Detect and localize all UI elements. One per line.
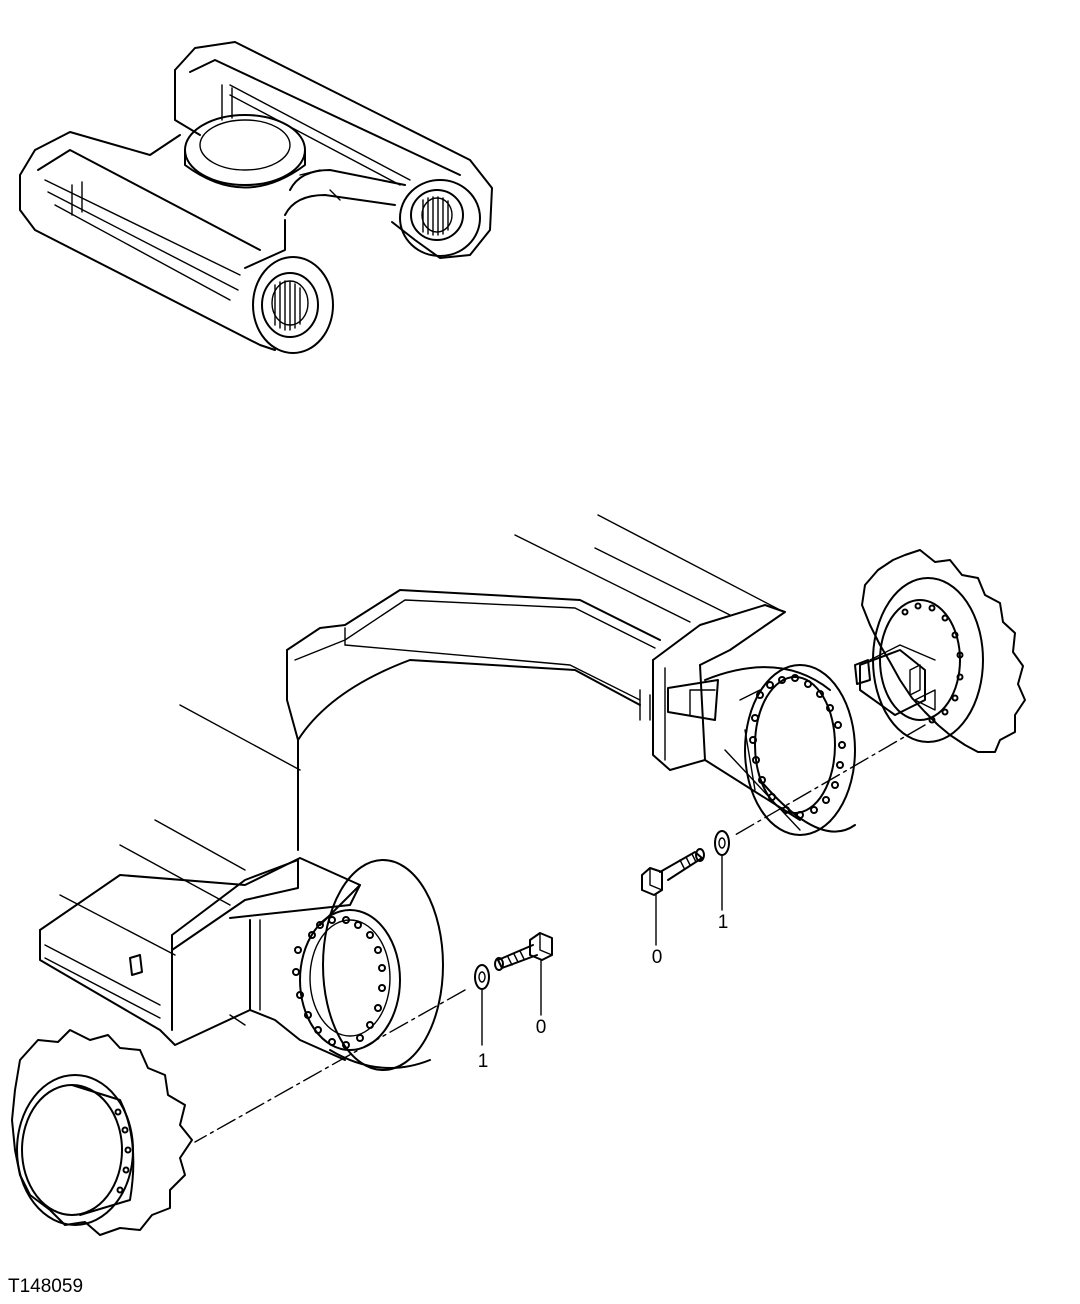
assembly-center-lines xyxy=(194,724,926,1143)
left-washer xyxy=(474,964,490,1046)
overview-track-frame xyxy=(19,41,493,354)
left-cap-screw xyxy=(494,932,553,1016)
left-drive-sprocket xyxy=(11,1029,193,1236)
callout-right-washer: 1 xyxy=(717,912,729,933)
right-motor-housing xyxy=(652,604,856,836)
callout-right-bolt: 0 xyxy=(651,947,663,968)
right-cap-screw xyxy=(641,848,705,946)
cross-frame xyxy=(286,589,661,851)
right-drive-sprocket xyxy=(854,549,1026,753)
figure-id-label: T148059 xyxy=(8,1276,84,1297)
callout-left-bolt: 0 xyxy=(535,1017,547,1038)
track-frame-background-lines xyxy=(59,514,781,956)
left-motor-housing xyxy=(39,857,444,1071)
callout-left-washer: 1 xyxy=(477,1051,489,1072)
right-washer xyxy=(714,830,730,911)
